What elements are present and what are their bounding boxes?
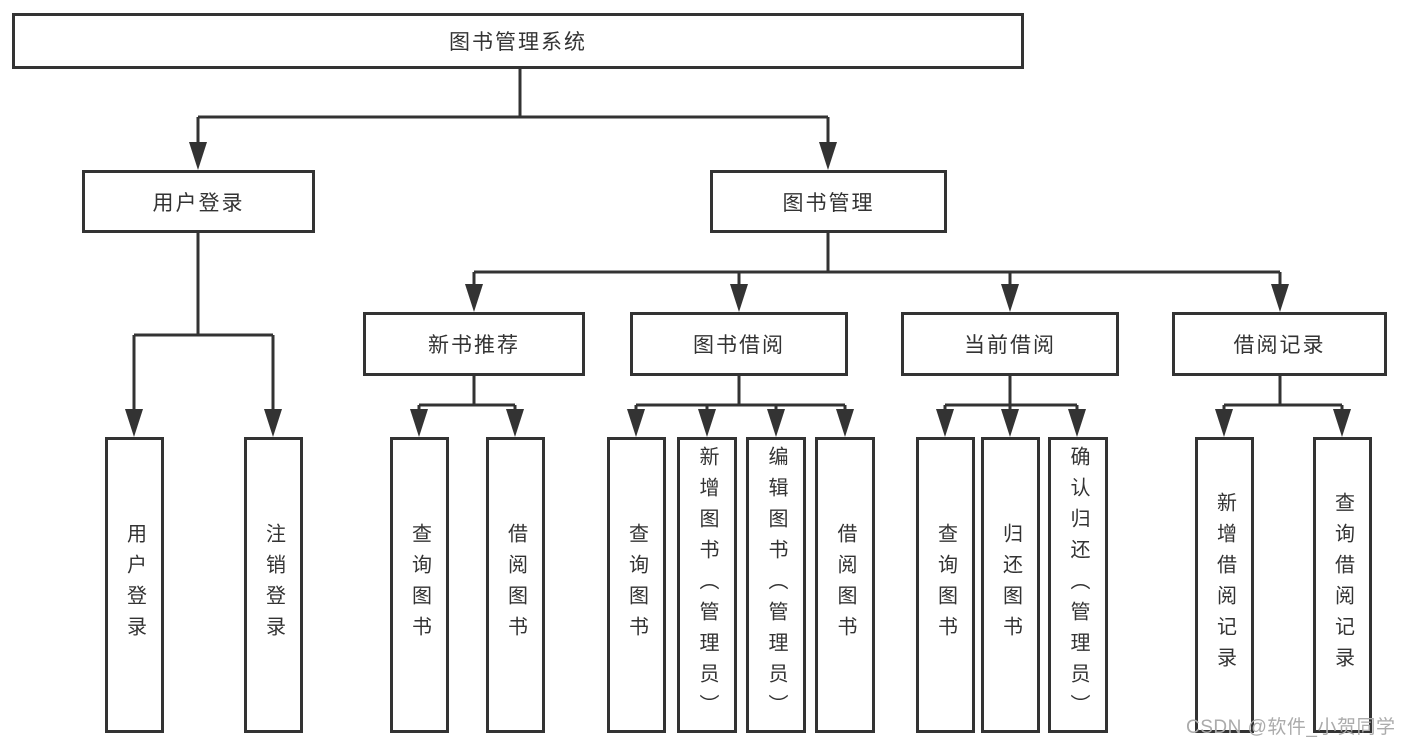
- leaf-user-login: 用户登录: [105, 437, 164, 733]
- leaf-query-books-borrow-label: 查询图书: [625, 523, 648, 647]
- leaf-query-borrow-record-label: 查询借阅记录: [1331, 492, 1354, 678]
- leaf-confirm-return-admin: 确认归还（管理员）: [1048, 437, 1108, 733]
- leaf-query-books-current-label: 查询图书: [934, 523, 957, 647]
- leaf-edit-book-admin: 编辑图书（管理员）: [746, 437, 806, 733]
- arrowhead-down-icon: [627, 409, 645, 437]
- leaf-borrow-books-recommend: 借阅图书: [486, 437, 545, 733]
- arrowhead-down-icon: [836, 409, 854, 437]
- node-new-book-recommendation-label: 新书推荐: [428, 334, 520, 357]
- connector-new-book-children: [410, 376, 524, 437]
- arrowhead-down-icon: [1001, 284, 1019, 312]
- arrowhead-down-icon: [410, 409, 428, 437]
- leaf-return-books-label: 归还图书: [999, 523, 1022, 647]
- node-library-management-system: 图书管理系统: [12, 13, 1024, 69]
- leaf-edit-book-admin-label: 编辑图书（管理员）: [765, 445, 787, 725]
- connector-book-management-modules: [465, 233, 1289, 312]
- arrowhead-down-icon: [730, 284, 748, 312]
- leaf-borrow-books-label: 借阅图书: [834, 523, 856, 647]
- node-current-borrow: 当前借阅: [901, 312, 1119, 376]
- node-current-borrow-label: 当前借阅: [964, 334, 1056, 357]
- connector-borrow-records-children: [1215, 376, 1351, 437]
- node-new-book-recommendation: 新书推荐: [363, 312, 585, 376]
- arrowhead-down-icon: [819, 142, 837, 170]
- leaf-borrow-books: 借阅图书: [815, 437, 875, 733]
- leaf-borrow-books-recommend-label: 借阅图书: [504, 523, 527, 647]
- leaf-add-book-admin: 新增图书（管理员）: [677, 437, 737, 733]
- leaf-logout: 注销登录: [244, 437, 303, 733]
- arrowhead-down-icon: [1001, 409, 1019, 437]
- leaf-return-books: 归还图书: [981, 437, 1040, 733]
- arrowhead-down-icon: [767, 409, 785, 437]
- leaf-logout-label: 注销登录: [262, 523, 285, 647]
- csdn-watermark: CSDN @软件_小贺同学: [1186, 717, 1396, 738]
- node-borrow-records-label: 借阅记录: [1233, 334, 1326, 357]
- leaf-add-book-admin-label: 新增图书（管理员）: [696, 445, 718, 725]
- leaf-query-books-current: 查询图书: [916, 437, 975, 733]
- leaf-add-borrow-record-label: 新增借阅记录: [1213, 492, 1236, 678]
- arrowhead-down-icon: [936, 409, 954, 437]
- leaf-user-login-label: 用户登录: [123, 523, 146, 647]
- arrowhead-down-icon: [698, 409, 716, 437]
- arrowhead-down-icon: [1068, 409, 1086, 437]
- node-library-management-system-label: 图书管理系统: [449, 31, 587, 54]
- leaf-add-borrow-record: 新增借阅记录: [1195, 437, 1254, 733]
- node-user-login-label: 用户登录: [152, 191, 245, 215]
- arrowhead-down-icon: [264, 409, 282, 437]
- leaf-query-books-borrow: 查询图书: [607, 437, 666, 733]
- leaf-confirm-return-admin-label: 确认归还（管理员）: [1067, 445, 1089, 725]
- arrowhead-down-icon: [189, 142, 207, 170]
- node-book-management-label: 图书管理: [782, 191, 875, 215]
- leaf-query-books-recommend-label: 查询图书: [408, 523, 431, 647]
- connector-current-borrow-children: [936, 376, 1086, 437]
- arrowhead-down-icon: [465, 284, 483, 312]
- node-book-management: 图书管理: [710, 170, 947, 233]
- arrowhead-down-icon: [506, 409, 524, 437]
- arrowhead-down-icon: [1215, 409, 1233, 437]
- arrowhead-down-icon: [125, 409, 143, 437]
- connector-root-to-level2: [189, 69, 837, 170]
- node-book-borrow: 图书借阅: [630, 312, 848, 376]
- arrowhead-down-icon: [1271, 284, 1289, 312]
- node-borrow-records: 借阅记录: [1172, 312, 1387, 376]
- node-user-login: 用户登录: [82, 170, 315, 233]
- connector-user-login-children: [125, 233, 282, 437]
- leaf-query-borrow-record: 查询借阅记录: [1313, 437, 1372, 733]
- leaf-query-books-recommend: 查询图书: [390, 437, 449, 733]
- node-book-borrow-label: 图书借阅: [693, 334, 785, 357]
- connector-book-borrow-children: [627, 376, 854, 437]
- arrowhead-down-icon: [1333, 409, 1351, 437]
